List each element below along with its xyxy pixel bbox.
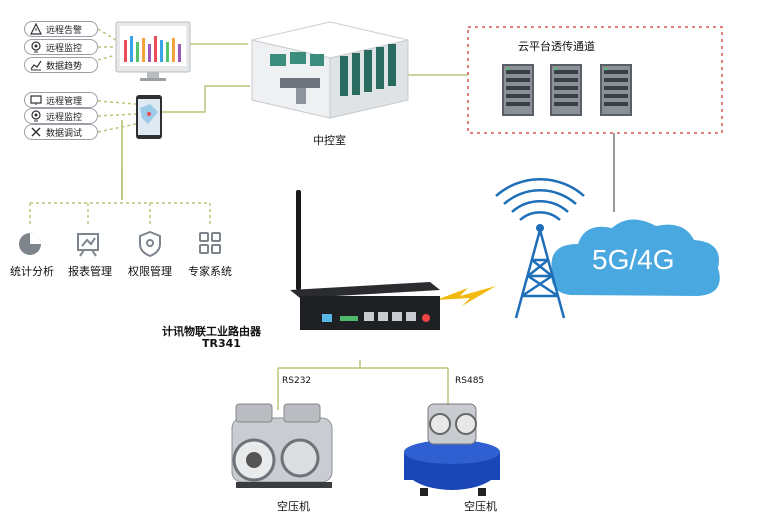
server-icon (600, 64, 632, 116)
function-label-report: 报表管理 (68, 265, 112, 278)
server-icon (550, 64, 582, 116)
cloud-platform-box (467, 26, 723, 134)
phone-button-label: 远程监控 (46, 112, 83, 123)
phone-button-label: 数据调试 (46, 128, 83, 139)
pc-button-remote-monitor[interactable]: 远程监控 (24, 39, 98, 55)
cloud-platform-label: 云平台透传通道 (518, 40, 595, 53)
display-icon (29, 94, 42, 107)
function-label-statistics: 统计分析 (10, 265, 54, 278)
control-room-image (251, 21, 409, 119)
report-icon (77, 233, 99, 257)
air-compressor-image-left (231, 403, 333, 488)
port-label-rs232: RS232 (282, 376, 312, 386)
network-label: 5G/4G (592, 244, 675, 275)
pc-button-label: 数据趋势 (46, 61, 83, 72)
tools-icon (29, 126, 42, 139)
connector-lines (29, 28, 468, 410)
router-model: TR341 (202, 337, 241, 350)
device-label-left: 空压机 (277, 500, 310, 513)
cloud-icon (551, 219, 720, 296)
phone-button-label: 远程管理 (46, 96, 83, 107)
cell-tower-icon (495, 178, 585, 319)
phone-button-data-debug[interactable]: 数据调试 (24, 124, 98, 140)
pc-button-label: 远程监控 (46, 43, 83, 54)
grid-icon (199, 232, 221, 254)
chart-icon (29, 59, 42, 72)
phone-icon (136, 95, 162, 139)
shield-icon (139, 230, 161, 258)
warning-icon (29, 23, 42, 36)
router-image (290, 190, 440, 330)
phone-button-remote-manage[interactable]: 远程管理 (24, 92, 98, 108)
monitor-icon (29, 41, 42, 54)
air-compressor-image-right (404, 403, 500, 496)
pc-button-remote-alarm[interactable]: 远程告警 (24, 21, 98, 37)
pc-button-label: 远程告警 (46, 25, 83, 36)
server-icon (502, 64, 534, 116)
router-name: 计讯物联工业路由器 (162, 325, 261, 338)
port-label-rs485: RS485 (455, 376, 485, 386)
pc-button-data-trend[interactable]: 数据趋势 (24, 57, 98, 73)
control-room-label: 中控室 (313, 134, 346, 147)
pie-chart-icon (19, 233, 41, 255)
device-label-right: 空压机 (464, 500, 497, 513)
monitor-icon (115, 21, 191, 81)
phone-button-remote-monitor[interactable]: 远程监控 (24, 108, 98, 124)
function-label-expert: 专家系统 (188, 265, 232, 278)
signal-bolt-icon (436, 286, 496, 306)
monitor-icon (29, 110, 42, 123)
function-label-permission: 权限管理 (128, 265, 172, 278)
